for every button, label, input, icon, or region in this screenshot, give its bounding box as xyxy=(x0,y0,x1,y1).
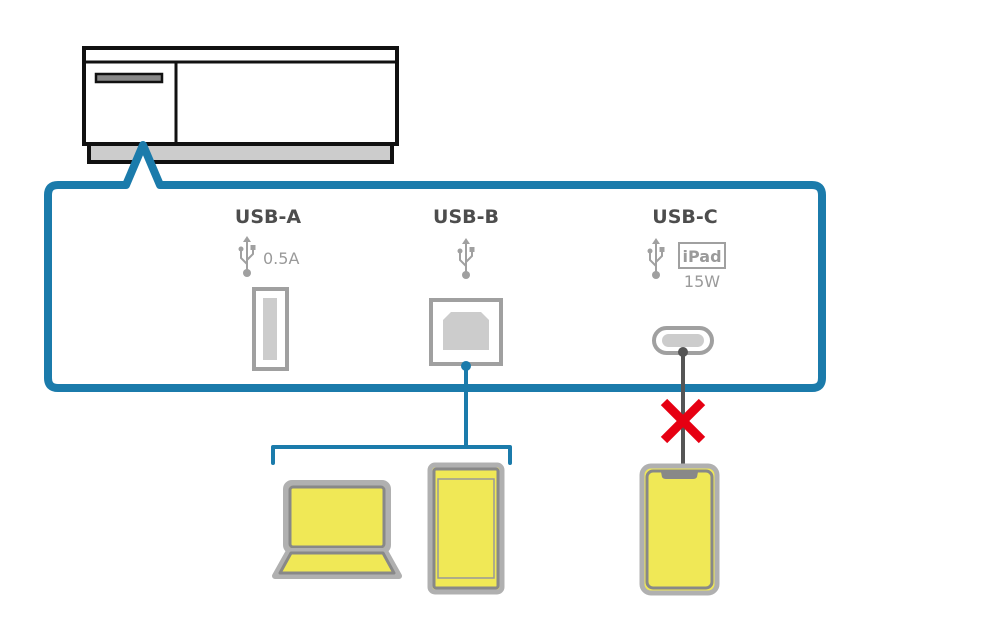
port-usb-b: USB-B xyxy=(429,206,503,366)
host-device-body xyxy=(82,46,399,146)
tablet-icon xyxy=(427,462,505,595)
port-usb-a: USB-A 0.5A xyxy=(235,206,301,371)
smartphone-icon xyxy=(639,463,720,596)
usb-b-label: USB-B xyxy=(433,206,499,228)
laptop-icon xyxy=(272,480,402,579)
usb-a-spec: 0.5A xyxy=(263,249,299,268)
phone-notch xyxy=(661,472,698,479)
usb-b-bracket xyxy=(271,445,512,465)
port-panel-callout xyxy=(44,141,826,392)
usb-c-label: USB-C xyxy=(652,206,717,228)
usb-b-cable xyxy=(271,361,512,465)
host-device-slot xyxy=(94,72,164,84)
usb-icon xyxy=(238,236,256,277)
ipad-badge xyxy=(678,242,726,269)
port-usb-c: USB-C iPad 15W xyxy=(647,206,726,355)
usb-a-label: USB-A xyxy=(235,206,301,228)
usb-c-cable xyxy=(678,347,688,468)
host-device xyxy=(82,46,399,164)
usb-c-badge: iPad xyxy=(682,247,721,266)
usb-icon xyxy=(457,238,475,279)
usb-icon xyxy=(647,238,665,279)
not-supported-icon xyxy=(660,398,706,444)
usb-c-spec: 15W xyxy=(684,272,720,291)
